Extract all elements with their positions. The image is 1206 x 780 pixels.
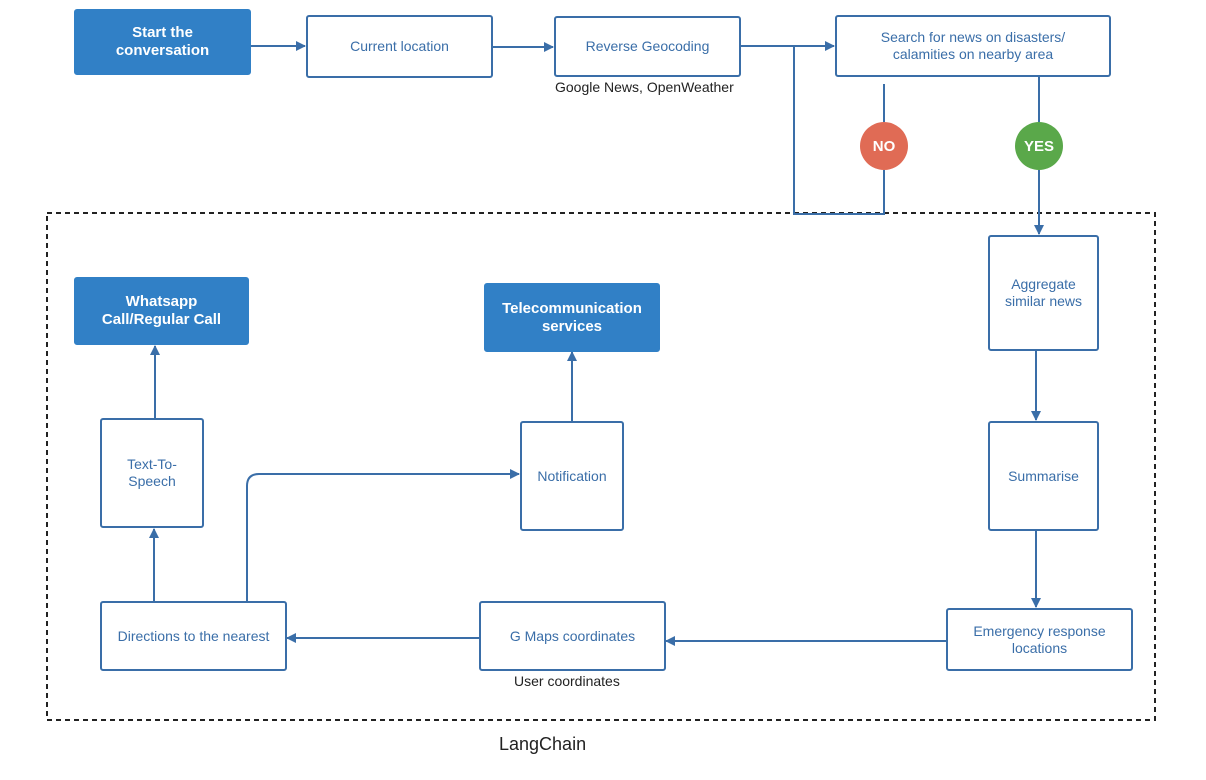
- no-decision: NO: [860, 122, 908, 170]
- notification-node: Notification: [520, 421, 624, 531]
- emergency-locations-node: Emergency response locations: [946, 608, 1133, 671]
- gmaps-coordinates-node: G Maps coordinates: [479, 601, 666, 671]
- current-location-node: Current location: [306, 15, 493, 78]
- edge-directions-to-notification: [246, 469, 520, 602]
- yes-decision: YES: [1015, 122, 1063, 170]
- reverse-geocoding-node: Reverse Geocoding: [554, 16, 741, 77]
- summarise-node: Summarise: [988, 421, 1099, 531]
- edge-no-loop: [793, 46, 885, 215]
- langchain-boundary: [46, 212, 1156, 721]
- whatsapp-call-node: Whatsapp Call/Regular Call: [74, 277, 249, 345]
- telecommunication-services-node: Telecommunication services: [484, 283, 660, 352]
- start-conversation-node: Start the conversation: [74, 9, 251, 75]
- langchain-label: LangChain: [499, 734, 587, 754]
- geocoding-sources-caption: Google News, OpenWeather: [555, 79, 734, 95]
- user-coordinates-caption: User coordinates: [514, 673, 620, 689]
- text-to-speech-node: Text-To-Speech: [100, 418, 204, 528]
- search-news-node: Search for news on disasters/ calamities…: [835, 15, 1111, 77]
- directions-node: Directions to the nearest: [100, 601, 287, 671]
- aggregate-news-node: Aggregate similar news: [988, 235, 1099, 351]
